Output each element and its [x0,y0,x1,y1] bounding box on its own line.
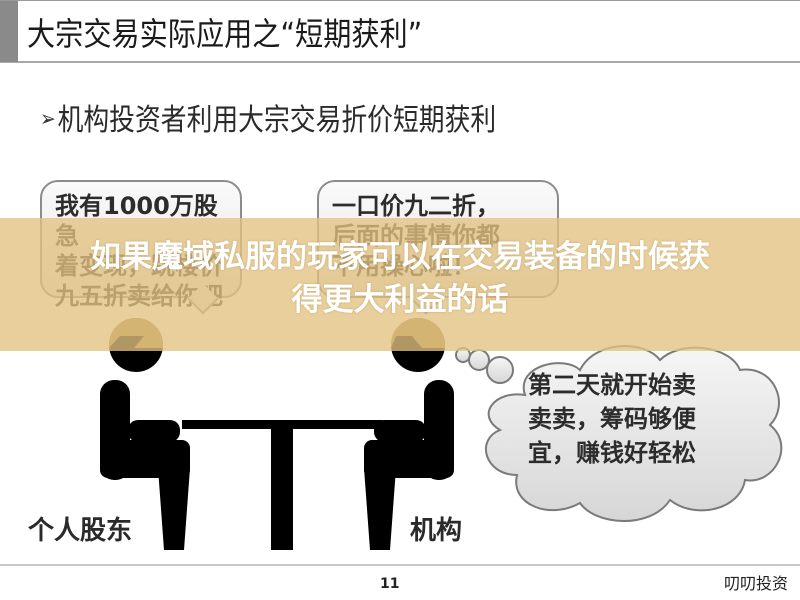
thought-cloud-text: 第二天就开始卖 卖卖，筹码够便 宜，赚钱好轻松 [528,371,696,467]
slide-title-bar: 大宗交易实际应用之“短期获利” [0,0,800,63]
bullet-point: ➢机构投资者利用大宗交易折价短期获利 [40,100,496,141]
bullet-arrow-icon: ➢ [40,107,56,132]
brand-logo-text: 叨叨投资 [723,574,788,593]
caption-overlay-text: 如果魔域私服的玩家可以在交易装备的时候获 得更大利益的话 [90,239,710,318]
bullet-text: 机构投资者利用大宗交易折价短期获利 [57,103,497,138]
thought-cloud-icon [455,345,783,522]
page-number: 11 [380,576,400,592]
label-institution: 机构 [410,516,463,546]
label-individual-shareholder: 个人股东 [28,516,133,546]
shareholder-figure-icon [100,318,190,550]
negotiation-illustration [100,318,454,550]
slide-title: 大宗交易实际应用之“短期获利” [27,15,423,53]
table-icon [182,420,382,550]
footer-divider [0,564,800,566]
title-accent-bar [0,1,18,62]
caption-overlay-band [0,218,800,351]
